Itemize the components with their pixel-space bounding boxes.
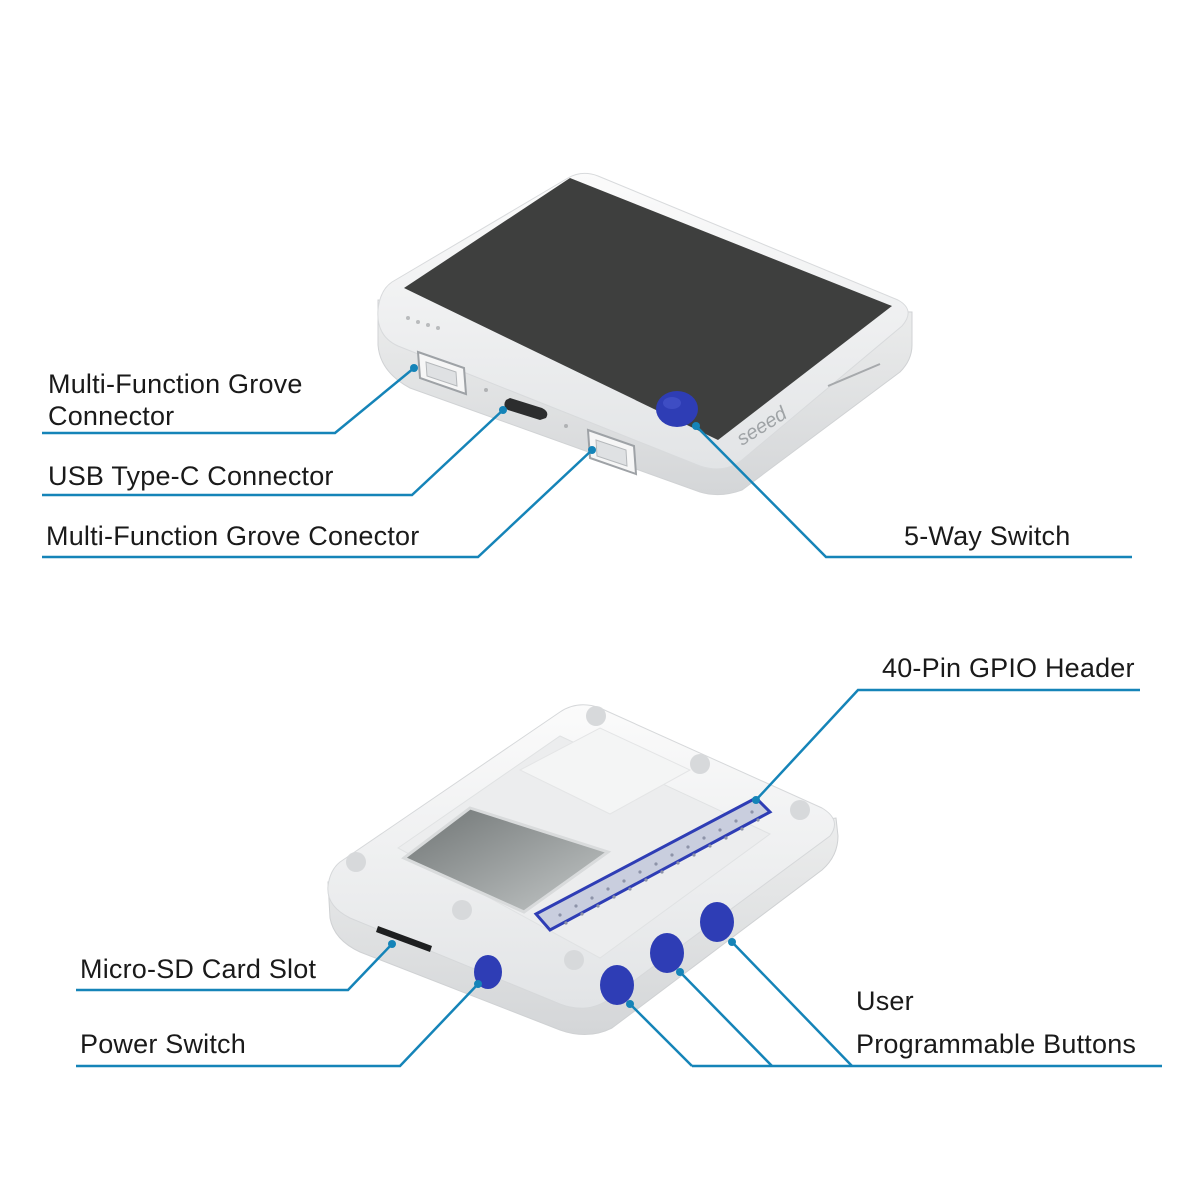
label-usb-c: USB Type-C Connector (48, 461, 334, 491)
front-device: seeed (377, 172, 913, 496)
leader-grove-left (42, 367, 415, 435)
gpio-header (533, 796, 773, 932)
user-button-2 (650, 933, 684, 973)
leader-user-btn-1 (629, 1003, 693, 1067)
label-gpio-header: 40-Pin GPIO Header (882, 653, 1135, 683)
label-grove-left: Multi-Function Grove Connector (48, 369, 303, 431)
label-five-way-switch: 5-Way Switch (904, 521, 1071, 551)
mounting-bumps (346, 706, 810, 970)
leader-microsd (76, 943, 393, 992)
leader-five-way (695, 425, 1132, 559)
label-user-buttons: User Programmable Buttons (856, 986, 1137, 1059)
label-power-switch: Power Switch (80, 1029, 246, 1059)
label-grove-right: Multi-Function Grove Conector (46, 521, 420, 551)
leader-dots (388, 364, 760, 1008)
microsd-slot (376, 926, 432, 952)
five-way-switch (656, 391, 698, 427)
leader-grove-right (42, 449, 593, 559)
leader-user-btn-2 (679, 971, 773, 1067)
label-microsd: Micro-SD Card Slot (80, 954, 317, 984)
leader-power (76, 983, 479, 1068)
leader-usb-c (42, 409, 504, 497)
back-lcd-window (401, 806, 612, 914)
gpio-pins (558, 810, 760, 925)
front-led-dots (406, 316, 440, 330)
grove-connector-left (416, 350, 468, 396)
front-screen (404, 178, 892, 440)
leader-gpio (755, 688, 1140, 801)
usb-c-port (504, 398, 548, 420)
grove-connector-right (586, 428, 638, 476)
leader-lines (42, 367, 1162, 1068)
user-button-1 (600, 965, 634, 1005)
user-button-3 (700, 902, 734, 942)
power-switch (474, 955, 502, 989)
back-device (327, 704, 839, 1035)
leader-user-btn-3 (731, 941, 853, 1067)
